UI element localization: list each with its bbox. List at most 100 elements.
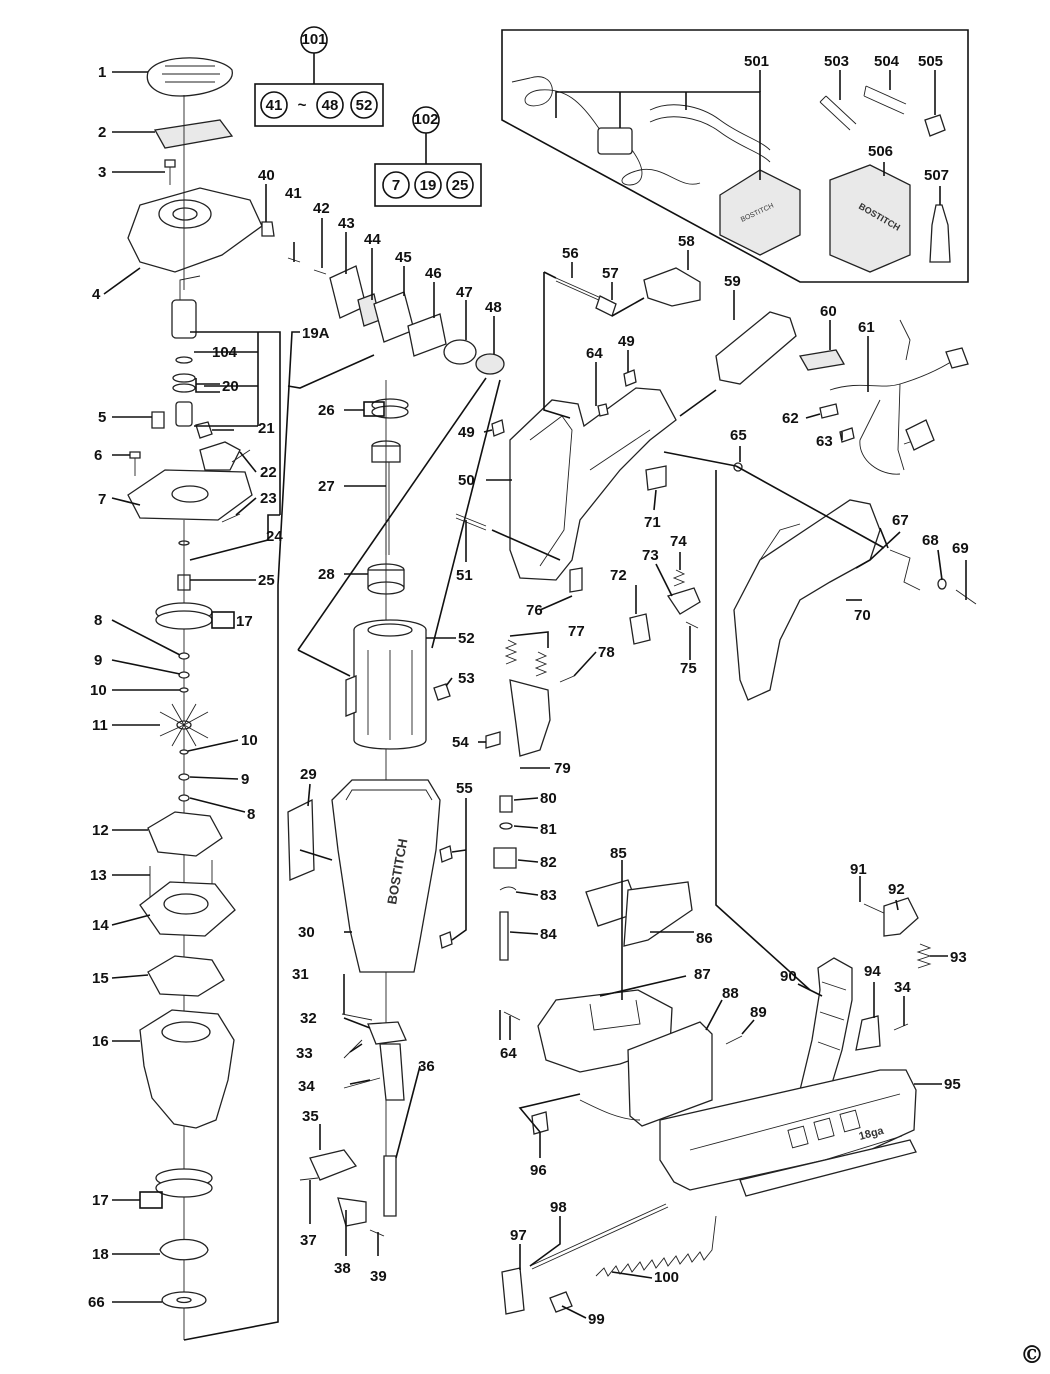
nose-housing-icon: BOSTITCH [331,779,441,973]
copyright-mark: © [1020,1340,1044,1369]
label-79: 79 [554,760,571,777]
label-82: 82 [540,854,557,871]
callout-101: 101 41 ~ 48 52 [254,26,384,127]
drive-guide-icon [379,1043,405,1101]
label-29: 29 [300,766,317,783]
label-85: 85 [610,845,627,862]
label-11: 11 [92,717,108,734]
label-15: 15 [92,970,109,987]
label-75: 75 [680,660,697,677]
callout-102-a: 7 [392,177,400,194]
callout-101-extra: 52 [356,97,373,114]
magazine-leaders [509,860,948,1319]
label-42: 42 [313,200,330,217]
latch-icon [883,897,919,937]
second-leaders [287,354,501,1256]
label-31: 31 [292,966,309,983]
cylinder-assembly: BOSTITCH [287,218,505,1237]
label-68: 68 [922,532,939,549]
top-cover-icon [146,57,233,97]
callout-101-last: 48 [322,97,339,114]
label-41: 41 [285,185,302,202]
label-89: 89 [750,1004,767,1021]
label-59: 59 [724,273,741,290]
handle-housing-icon [509,387,677,581]
label-67: 67 [892,512,909,529]
label-38: 38 [334,1260,351,1277]
label-43: 43 [338,215,355,232]
label-72: 72 [610,567,627,584]
label-96: 96 [530,1162,547,1179]
label-20: 20 [222,378,239,395]
label-19a: 19A [302,325,330,342]
label-63: 63 [816,433,833,450]
label-18: 18 [92,1246,109,1263]
handle-housing-right-icon [733,499,881,701]
label-34a: 34 [298,1078,315,1095]
label-62: 62 [782,410,799,427]
label-91: 91 [850,861,867,878]
label-92: 92 [888,881,905,898]
label-58: 58 [678,233,695,250]
top-cap-icon [643,267,701,307]
label-44: 44 [364,231,381,248]
label-39: 39 [370,1268,387,1285]
battery-holder-icon [715,311,797,385]
label-8a: 8 [94,612,102,629]
label-7: 7 [98,491,106,508]
label-13: 13 [90,867,107,884]
label-104: 104 [212,344,238,361]
label-47: 47 [456,284,473,301]
label-49a: 49 [618,333,635,350]
label-61: 61 [858,319,875,336]
label-64b: 64 [500,1045,517,1062]
label-87: 87 [694,966,711,983]
label-12: 12 [92,822,109,839]
label-24: 24 [266,528,283,545]
label-17b: 17 [92,1192,109,1209]
label-69: 69 [952,540,969,557]
label-21: 21 [258,420,275,437]
label-49b: 49 [458,424,475,441]
label-98: 98 [550,1199,567,1216]
label-23: 23 [260,490,277,507]
label-54: 54 [452,734,469,751]
label-504: 504 [874,53,900,70]
label-78: 78 [598,644,615,661]
label-9b: 9 [241,771,249,788]
label-14: 14 [92,917,109,934]
label-81: 81 [540,821,557,838]
label-37: 37 [300,1232,317,1249]
label-28: 28 [318,566,335,583]
label-4: 4 [92,286,101,303]
accessory-kit-box: BOSTITCH BOSTITCH [501,29,969,283]
label-76: 76 [526,602,543,619]
screw-icon [164,159,176,168]
label-66: 66 [88,1294,105,1311]
cylinder-icon [345,619,427,750]
label-95: 95 [944,1076,961,1093]
magazine-grip-icon [799,957,853,1091]
callout-102-c: 25 [452,177,469,194]
label-6: 6 [94,447,102,464]
label-88: 88 [722,985,739,1002]
label-46: 46 [425,265,442,282]
label-32: 32 [300,1010,317,1027]
callout-101-range-sep: ~ [298,97,307,114]
label-34b: 34 [894,979,911,996]
label-86: 86 [696,930,713,947]
label-36: 36 [418,1058,435,1075]
label-94: 94 [864,963,881,980]
label-51: 51 [456,567,473,584]
label-53: 53 [458,670,475,687]
label-26: 26 [318,402,335,419]
label-97: 97 [510,1227,527,1244]
label-71: 71 [644,514,661,531]
magazine-rail-icon: 18ga [659,1069,917,1191]
label-50: 50 [458,472,475,489]
label-84: 84 [540,926,557,943]
label-35: 35 [302,1108,319,1125]
label-10b: 10 [241,732,258,749]
switch-icon [629,613,651,645]
